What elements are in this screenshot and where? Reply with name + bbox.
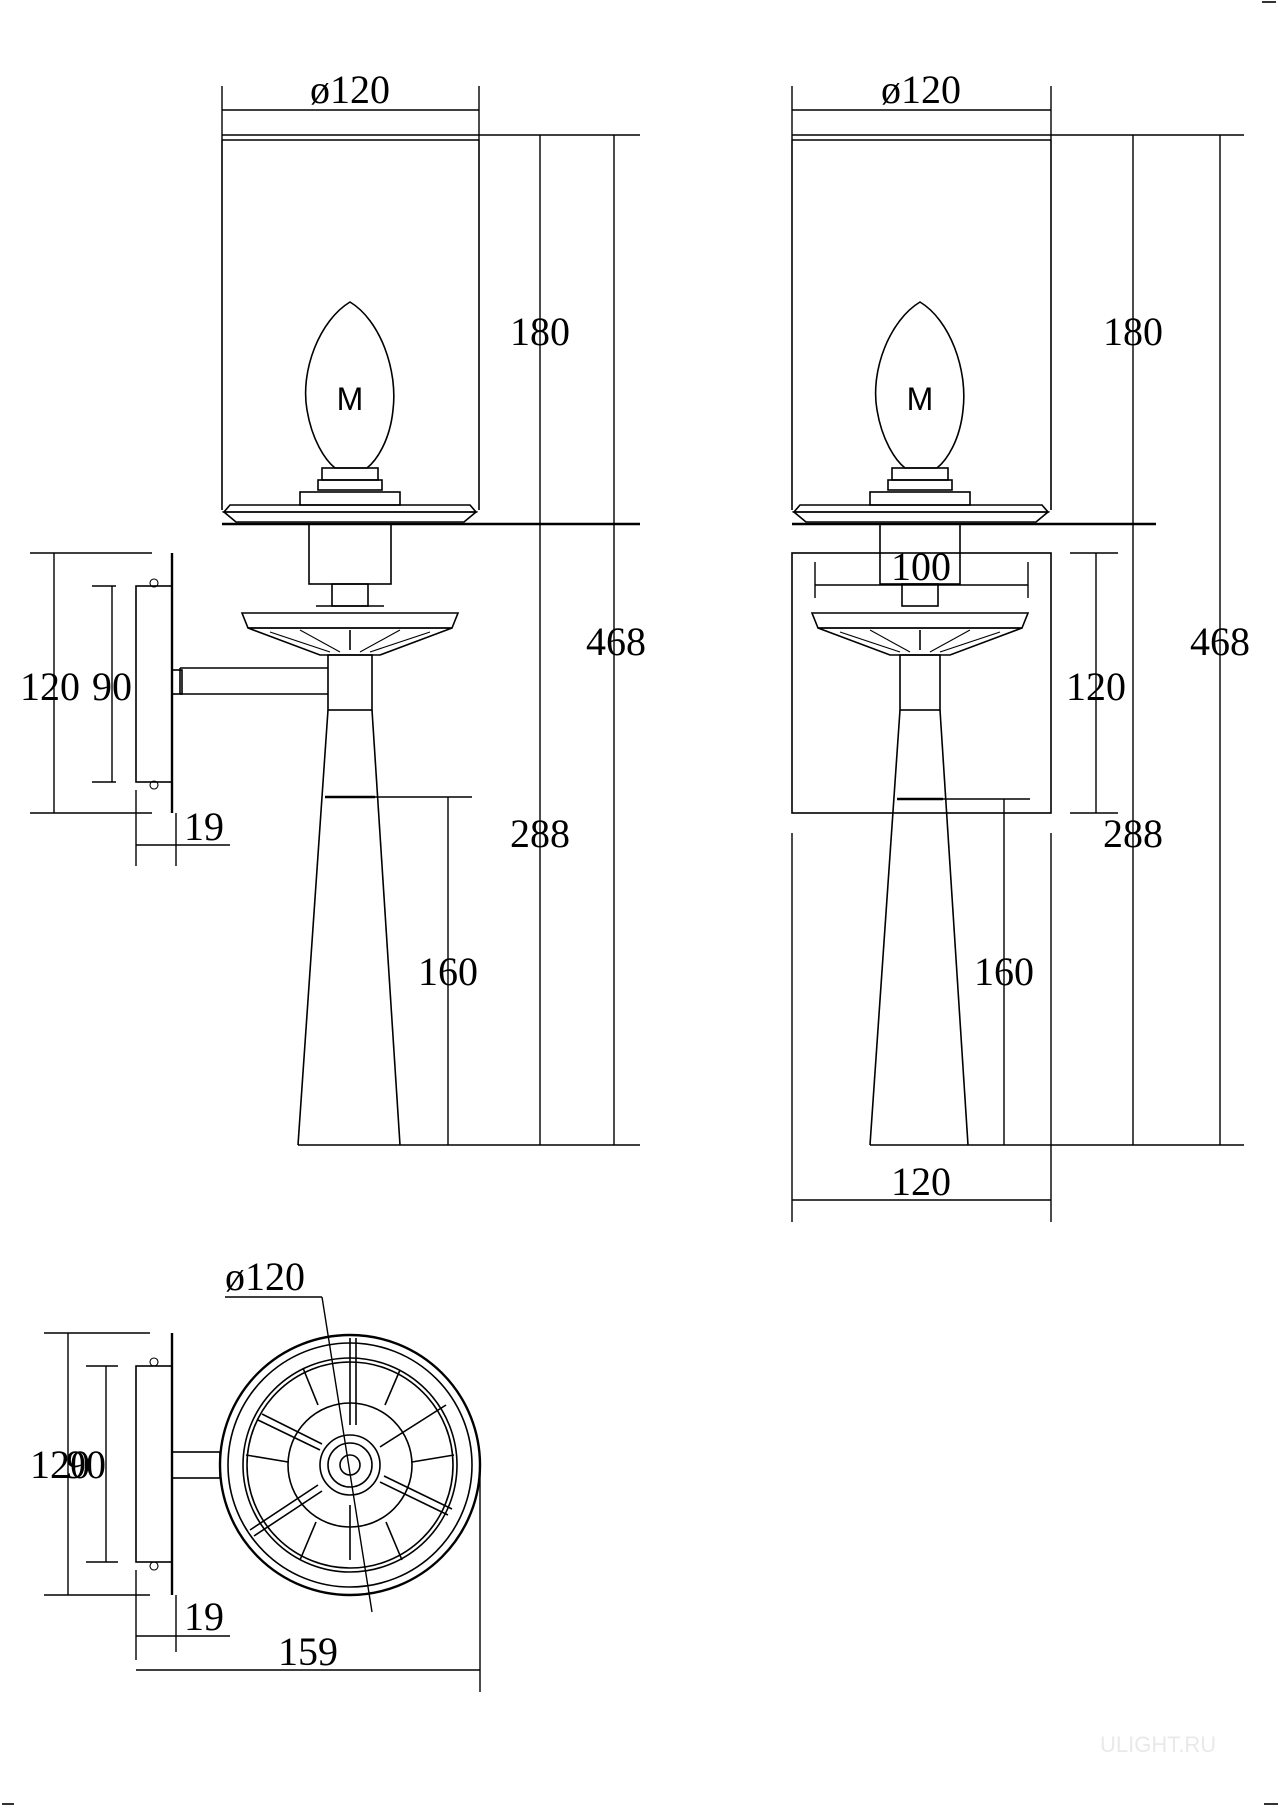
front-dimensions: ø120 180 468 100 120 288 160 xyxy=(791,67,1250,1222)
side-bulb-mark: M xyxy=(337,381,364,417)
front-shade-height-label: 180 xyxy=(1103,309,1163,354)
front-cone xyxy=(869,709,1156,1146)
top-view: ø120 120 90 19 159 xyxy=(30,1254,482,1692)
top-plate-depth-label: 19 xyxy=(184,1594,224,1639)
top-total-depth-label: 159 xyxy=(278,1629,338,1674)
top-shade-diameter-label: ø120 xyxy=(225,1254,305,1299)
side-shade-height-label: 180 xyxy=(510,309,570,354)
side-cone xyxy=(297,709,640,1146)
front-socket xyxy=(879,523,961,607)
top-plate-height-label: 120 xyxy=(30,1442,90,1487)
top-dimensions: ø120 120 90 19 159 xyxy=(30,1254,481,1692)
front-bulb: M xyxy=(874,301,965,491)
front-connector xyxy=(899,654,941,711)
side-socket xyxy=(308,523,392,607)
front-shade-diameter-label: ø120 xyxy=(881,67,961,112)
front-plate-height-label: 120 xyxy=(1066,664,1126,709)
front-bulb-mark: M xyxy=(907,381,934,417)
front-arm-height-label: 288 xyxy=(1103,811,1163,856)
side-plate-height-label: 120 xyxy=(20,664,80,709)
side-base-height-label: 160 xyxy=(418,949,478,994)
top-wall-plate xyxy=(135,1333,221,1595)
front-wall-plate xyxy=(791,552,1052,814)
side-disc xyxy=(240,612,460,656)
side-arm xyxy=(179,654,373,711)
side-view: M xyxy=(20,67,646,1146)
top-plate-inner-label: 90 xyxy=(66,1442,106,1487)
front-drip-tray xyxy=(791,491,1051,523)
front-plate-width-label: 100 xyxy=(891,544,951,589)
side-total-height-label: 468 xyxy=(586,619,646,664)
front-view: M xyxy=(791,67,1250,1222)
side-plate-inner-label: 90 xyxy=(92,664,132,709)
top-spokes xyxy=(245,1338,455,1561)
watermark-logo: ULIGHT.RU xyxy=(1100,1732,1216,1757)
side-wall-plate xyxy=(135,553,183,813)
side-shade xyxy=(221,134,640,526)
front-base-height-label: 160 xyxy=(974,949,1034,994)
front-shade xyxy=(791,134,1156,526)
side-arm-height-label: 288 xyxy=(510,811,570,856)
side-plate-depth-label: 19 xyxy=(184,804,224,849)
front-disc xyxy=(810,612,1030,656)
side-dimensions: ø120 180 468 288 160 120 90 xyxy=(20,67,646,1145)
front-total-height-label: 468 xyxy=(1190,619,1250,664)
front-base-width-label: 120 xyxy=(891,1159,951,1204)
side-drip-tray xyxy=(221,491,479,523)
side-shade-diameter-label: ø120 xyxy=(310,67,390,112)
side-bulb: M xyxy=(304,301,395,491)
